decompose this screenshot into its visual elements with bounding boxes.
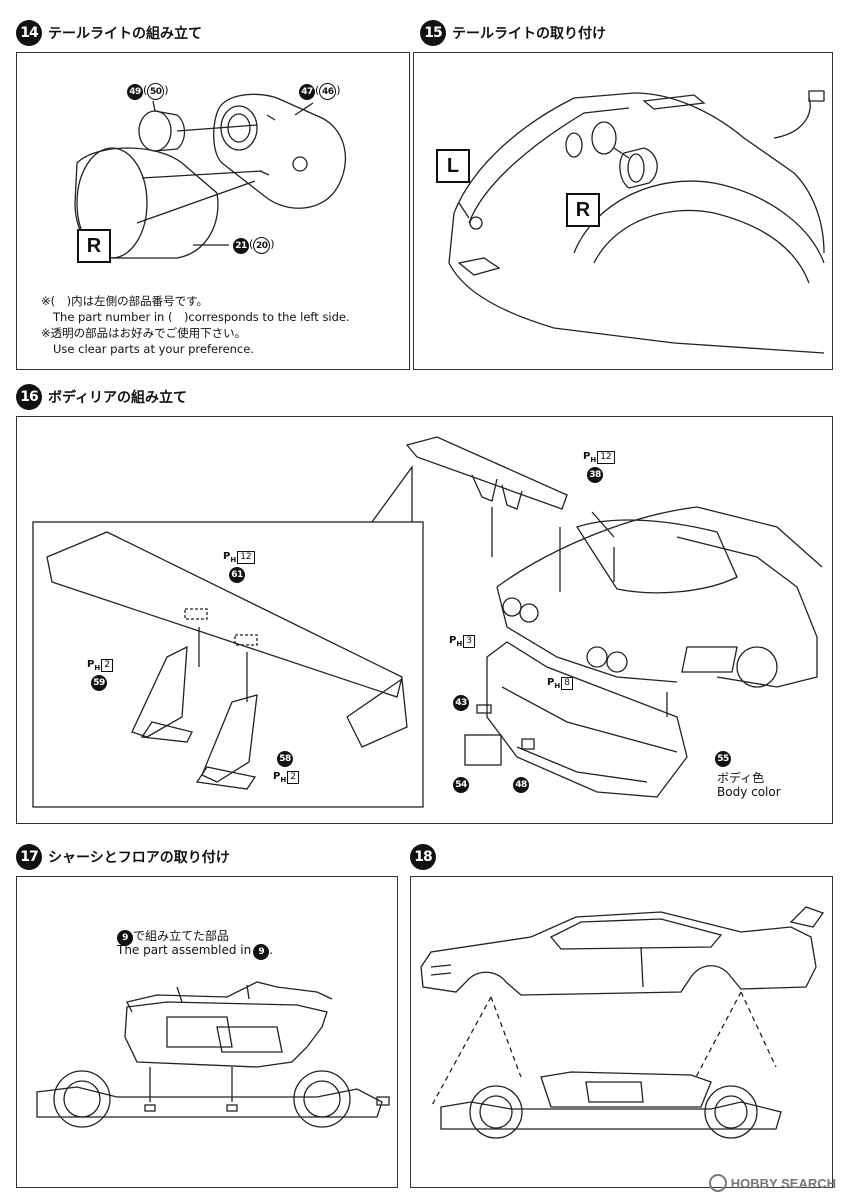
step-title: テールライトの取り付け: [452, 26, 606, 42]
side-label-r: R: [77, 229, 111, 263]
panel-step-15: L R: [413, 52, 833, 370]
part-58-label: 58: [277, 751, 293, 767]
step-title: シャーシとフロアの取り付け: [48, 850, 230, 866]
step-number-badge: 17: [16, 844, 42, 870]
part-61-label: 61: [229, 567, 245, 583]
step-number-badge: 15: [420, 20, 446, 46]
part-43-label: 43: [453, 695, 469, 711]
body-color-jp: ボディ色: [717, 771, 765, 785]
rear-wing-and-bumper-drawing: [32, 436, 823, 808]
side-label-l: L: [436, 149, 470, 183]
step-15-header: 15 テールライトの取り付け: [420, 20, 606, 46]
watermark-text: HOBBY SEARCH: [730, 1175, 836, 1191]
note-jp-1: ※( )内は左側の部品番号です。: [41, 294, 208, 308]
part-55-label: 55: [715, 751, 731, 767]
part-48-label: 48: [513, 777, 529, 793]
step-18-header: 18: [410, 844, 436, 870]
step-14-header: 14 テールライトの組み立て: [16, 20, 202, 46]
chassis-floor-drawing: [36, 981, 390, 1128]
step-title: テールライトの組み立て: [48, 26, 202, 42]
panel-step-18: [410, 876, 833, 1188]
step-number-badge: 18: [410, 844, 436, 870]
step-number-badge: 14: [16, 20, 42, 46]
final-assembly-drawing: [420, 906, 825, 1139]
note-jp-2: ※透明の部品はお好みでご使用下さい。: [41, 326, 247, 340]
note-en-1: The part number in ( )corresponds to the…: [53, 310, 350, 324]
step-number-badge: 16: [16, 384, 42, 410]
part-21-label: 21(20): [233, 237, 275, 254]
step-17-header: 17 シャーシとフロアの取り付け: [16, 844, 230, 870]
rear-body-drawing: [448, 90, 825, 354]
part-59-label: 59: [91, 675, 107, 691]
part-38-label: 38: [587, 467, 603, 483]
part-47-label: 47(46): [299, 83, 341, 100]
note-en-2: Use clear parts at your preference.: [53, 342, 254, 356]
part-54-label: 54: [453, 777, 469, 793]
body-color-en: Body color: [717, 785, 781, 799]
step-title: ボディリアの組み立て: [48, 390, 188, 406]
hobby-search-logo-icon: [708, 1174, 727, 1192]
step-16-header: 16 ボディリアの組み立て: [16, 384, 187, 410]
part-49-label: 49(50): [127, 83, 169, 100]
panel-step-14: 49(50) 47(46) 21(20) R ※( )内は左側の部品番号です。 …: [16, 52, 410, 370]
hobby-search-watermark: HOBBY SEARCH: [708, 1174, 836, 1192]
side-label-r: R: [566, 193, 600, 227]
